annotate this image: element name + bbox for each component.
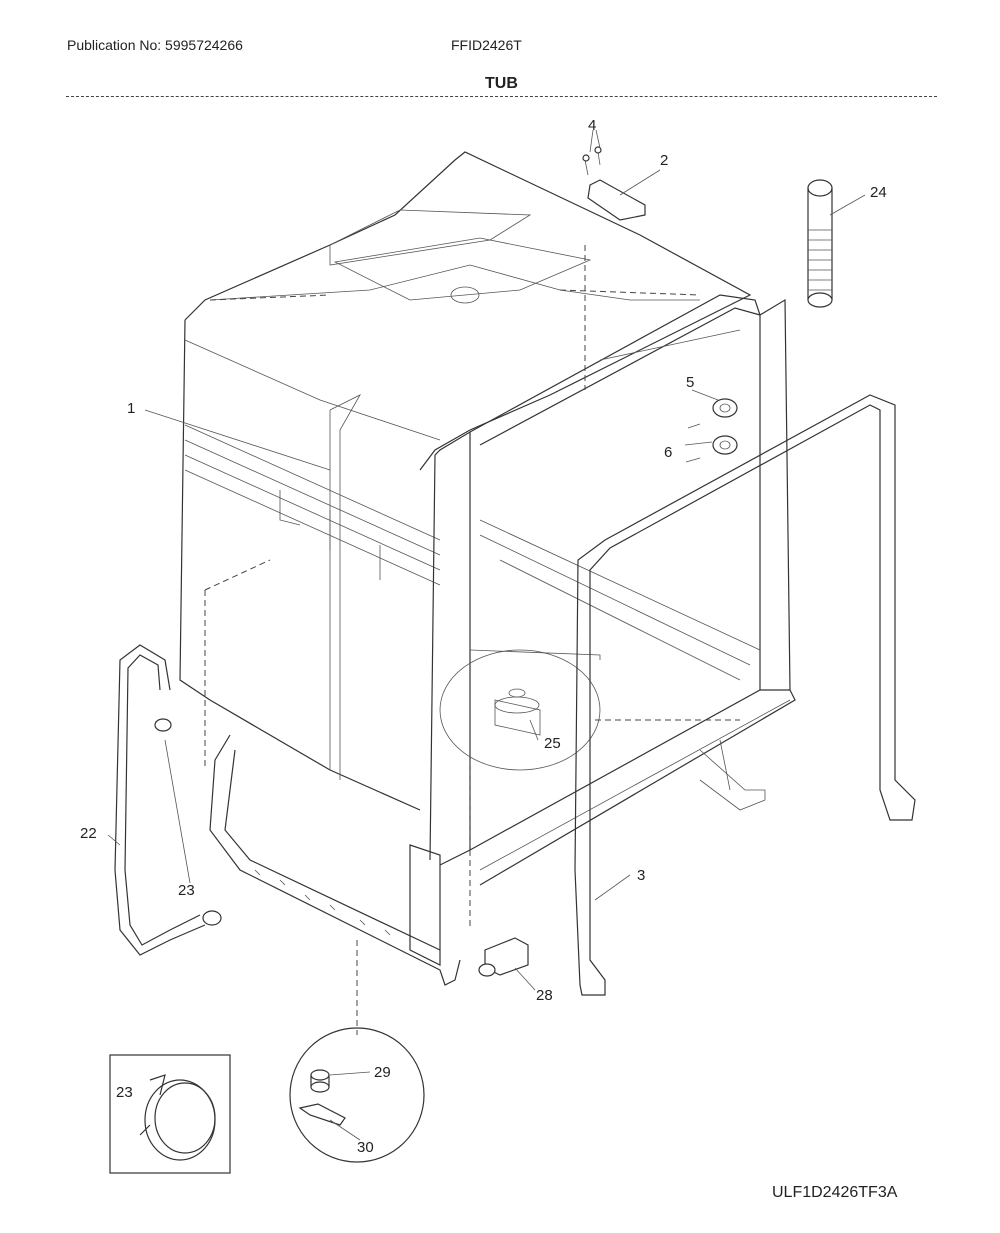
header-divider <box>66 96 937 97</box>
vent-hose <box>807 179 833 308</box>
clamp-detail-box <box>109 1054 231 1174</box>
rollers <box>685 398 738 463</box>
section-title: TUB <box>485 75 518 92</box>
hinge-bracket <box>582 146 646 221</box>
callout-23: 23 <box>178 882 195 899</box>
float-switch <box>478 937 529 977</box>
callout-5: 5 <box>686 374 694 391</box>
callout-4: 4 <box>588 117 596 134</box>
callout-2: 2 <box>660 152 668 169</box>
callout-24: 24 <box>870 184 887 201</box>
callout-25: 25 <box>544 735 561 752</box>
detail-circle <box>289 1027 425 1163</box>
base-frame <box>209 734 461 1035</box>
callout-23-detail: 23 <box>116 1084 133 1101</box>
hose-clamp <box>154 718 222 926</box>
callout-30: 30 <box>357 1139 374 1156</box>
tub-body <box>179 151 796 930</box>
diagram-reference-code: ULF1D2426TF3A <box>772 1184 898 1201</box>
callout-22: 22 <box>80 825 97 842</box>
model-number: FFID2426T <box>451 37 522 53</box>
callout-3: 3 <box>637 867 645 884</box>
drain-hose <box>114 644 206 956</box>
callout-1: 1 <box>127 400 135 417</box>
callout-28: 28 <box>536 987 553 1004</box>
callout-6: 6 <box>664 444 672 461</box>
callout-labels: 1 2 3 4 5 6 22 23 23 24 25 28 29 30 <box>80 117 887 1156</box>
callout-29: 29 <box>374 1064 391 1081</box>
door-gasket <box>574 394 916 996</box>
leader-lines <box>107 129 866 1141</box>
publication-number: Publication No: 5995724266 <box>67 37 243 53</box>
